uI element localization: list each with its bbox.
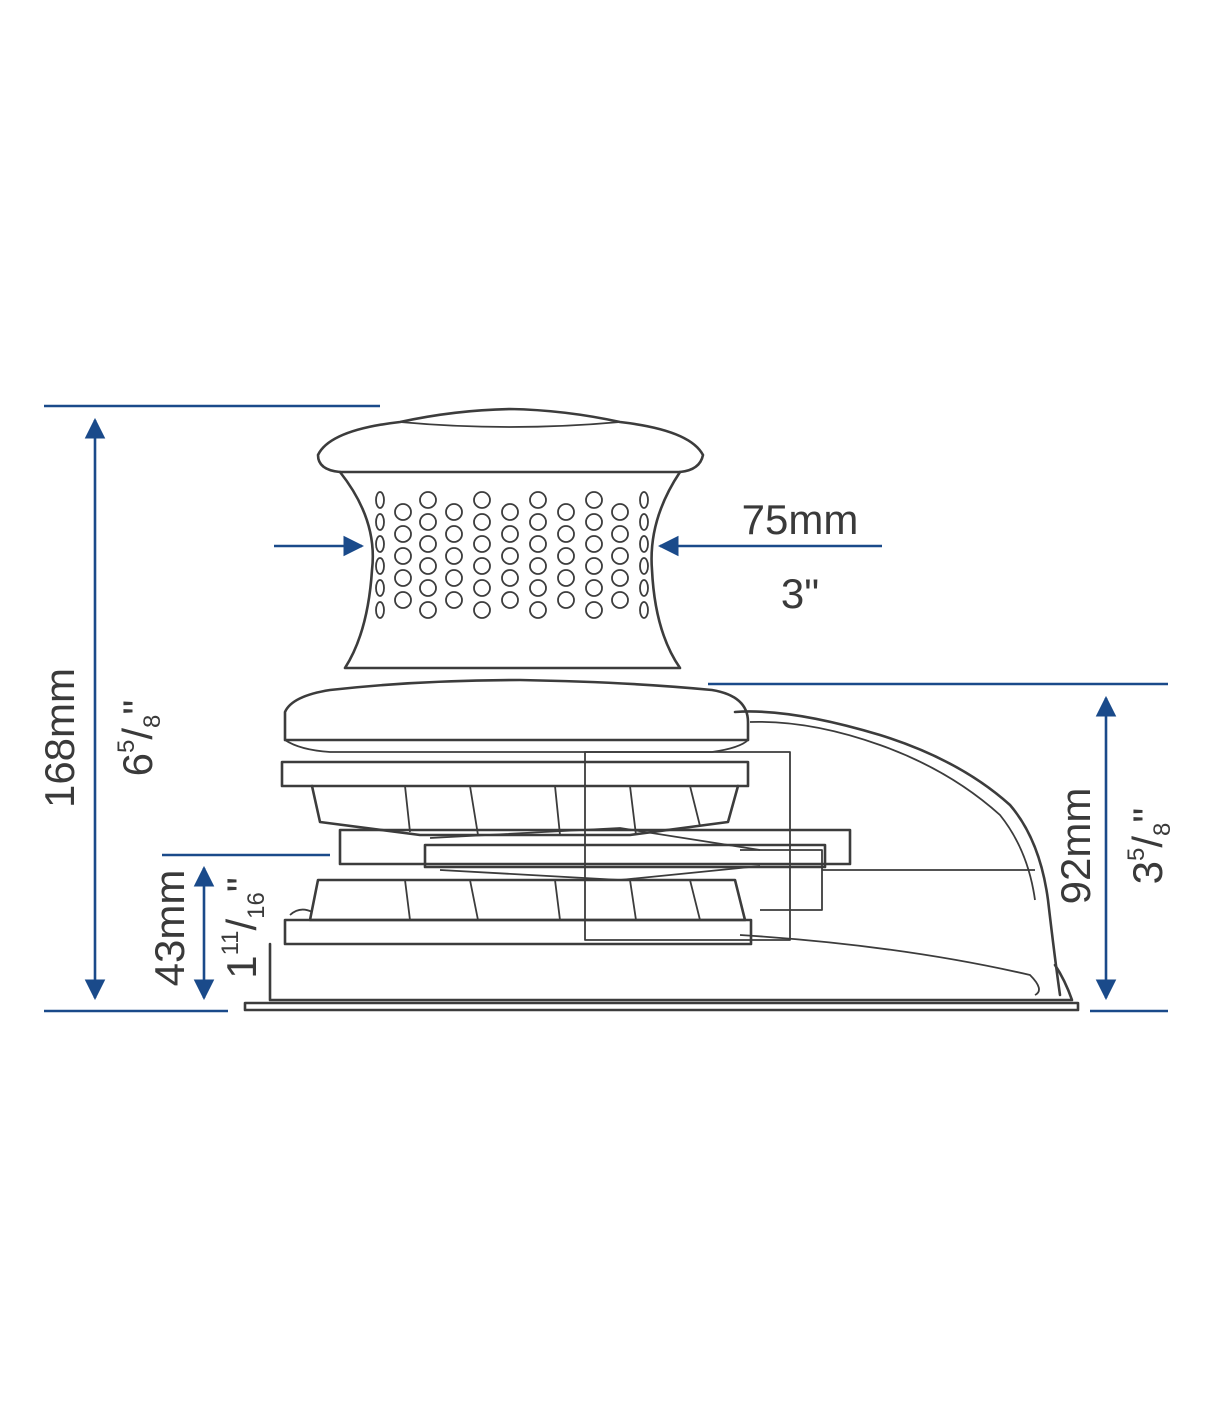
drum-hole (375, 513, 385, 531)
drum-hole (611, 525, 629, 543)
drum-hole (639, 535, 649, 553)
drum-hole (557, 547, 575, 565)
drum-hole (529, 513, 547, 531)
drum-hole (445, 591, 463, 609)
housing-cover (283, 678, 750, 742)
upper-chain-wheel (310, 784, 740, 837)
drum-cap (316, 407, 705, 474)
hawse-pipe (733, 710, 1062, 997)
drum-hole (585, 579, 603, 597)
drum-hole (419, 557, 437, 575)
drum-hole (445, 569, 463, 587)
drum-hole (529, 557, 547, 575)
drum-hole (529, 535, 547, 553)
capstan-drum (338, 470, 682, 670)
drum-hole (585, 557, 603, 575)
drum-hole (501, 547, 519, 565)
drum-hole (375, 601, 385, 619)
drum-hole (611, 569, 629, 587)
dimension-labels: 168mm 65/8" 75mm 3" 92mm 35/8" 43mm 111/… (36, 496, 1176, 986)
drum-hole (419, 601, 437, 619)
drum-hole (419, 491, 437, 509)
drum-hole (611, 591, 629, 609)
drum-hole (394, 503, 412, 521)
drum-hole (557, 591, 575, 609)
deck-height-imperial: 35/8" (1123, 808, 1176, 885)
drum-diameter-imperial: 3" (781, 570, 819, 617)
dimension-lines (44, 404, 1168, 1013)
drum-diameter-metric: 75mm (742, 496, 859, 543)
drum-hole (375, 579, 385, 597)
drum-hole (473, 491, 491, 509)
drum-hole (639, 601, 649, 619)
drum-hole (557, 569, 575, 587)
drum-hole (419, 513, 437, 531)
drum-hole (394, 547, 412, 565)
drum-hole (419, 535, 437, 553)
drum-hole (529, 579, 547, 597)
drum-hole (585, 535, 603, 553)
windlass-drawing (243, 407, 1080, 1012)
lower-chain-wheel (308, 878, 747, 922)
base-height-metric: 43mm (146, 870, 193, 987)
drum-hole (473, 513, 491, 531)
drum-hole (473, 601, 491, 619)
drum-hole (375, 491, 385, 509)
drum-hole (501, 569, 519, 587)
drum-hole (501, 525, 519, 543)
drum-hole (557, 503, 575, 521)
drum-hole (639, 579, 649, 597)
gypsy-band (280, 760, 750, 788)
drum-hole (585, 491, 603, 509)
drum-hole (394, 591, 412, 609)
drum-hole (611, 547, 629, 565)
drum-hole (375, 557, 385, 575)
drum-hole (394, 525, 412, 543)
deck-height-metric: 92mm (1052, 788, 1099, 905)
drum-hole (419, 579, 437, 597)
drum-hole (445, 547, 463, 565)
drum-hole (611, 503, 629, 521)
drum-hole (529, 491, 547, 509)
drum-hole (445, 503, 463, 521)
base-height-imperial: 111/16" (217, 877, 270, 979)
overall-height-imperial: 65/8" (113, 700, 166, 777)
drum-hole (394, 569, 412, 587)
drum-hole (585, 513, 603, 531)
deck-base (268, 942, 1074, 1002)
drum-hole (473, 557, 491, 575)
drum-hole (639, 513, 649, 531)
drum-hole (375, 535, 385, 553)
drum-hole (557, 525, 575, 543)
drum-hole (501, 503, 519, 521)
drum-hole (639, 557, 649, 575)
drum-hole (501, 591, 519, 609)
drum-hole (473, 535, 491, 553)
drum-hole (639, 491, 649, 509)
drum-hole (585, 601, 603, 619)
drum-hole-pattern (375, 491, 649, 619)
overall-height-metric: 168mm (36, 668, 83, 808)
drum-hole (445, 525, 463, 543)
drum-hole (529, 601, 547, 619)
drum-hole (473, 579, 491, 597)
